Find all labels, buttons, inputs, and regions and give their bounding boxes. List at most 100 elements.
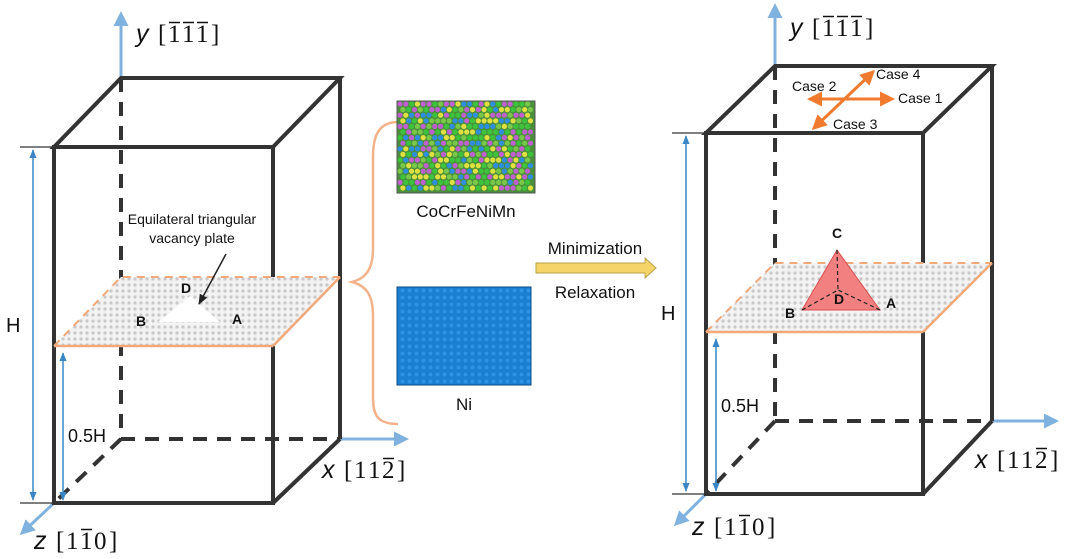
alloy-atom bbox=[464, 185, 470, 191]
alloy-atom bbox=[501, 112, 507, 118]
alloy-atom bbox=[527, 118, 534, 124]
alloy-atom bbox=[440, 151, 447, 157]
alloy-atom bbox=[409, 157, 415, 163]
axis-bracket-open: [ bbox=[997, 447, 1005, 474]
alloy-atom bbox=[443, 157, 449, 163]
alloy-atom bbox=[452, 118, 458, 124]
alloy-atom bbox=[510, 140, 516, 146]
alloy-atom bbox=[516, 174, 522, 180]
alloy-atom bbox=[406, 185, 412, 191]
alloy-atom bbox=[525, 135, 531, 141]
alloy-atom bbox=[446, 163, 452, 169]
alloy-atom bbox=[519, 123, 525, 129]
alloy-atom bbox=[487, 151, 493, 157]
alloy-atom bbox=[472, 179, 478, 185]
alloy-atom bbox=[525, 101, 531, 107]
alloy-atom bbox=[452, 107, 458, 113]
alloy-atom bbox=[438, 146, 444, 152]
alloy-atom bbox=[426, 101, 432, 107]
axis-index-digit: 2 bbox=[382, 457, 395, 484]
alloy-atom bbox=[397, 123, 403, 129]
left-height-label: H bbox=[6, 315, 20, 337]
alloy-atom bbox=[475, 185, 481, 191]
minimization-label: Minimization bbox=[548, 239, 642, 258]
alloy-atom bbox=[440, 107, 447, 113]
alloy-atom bbox=[435, 107, 441, 113]
alloy-atom bbox=[472, 146, 478, 152]
alloy-atom bbox=[438, 135, 444, 141]
alloy-atom bbox=[423, 163, 429, 169]
alloy-atom bbox=[522, 151, 528, 157]
alloy-atom bbox=[527, 151, 534, 157]
alloy-atom bbox=[443, 179, 449, 185]
alloy-atom bbox=[452, 151, 458, 157]
alloy-atom bbox=[519, 168, 525, 174]
alloy-atom bbox=[469, 174, 476, 180]
alloy-atom bbox=[478, 157, 484, 163]
alloy-atom bbox=[478, 123, 484, 129]
alloy-atom bbox=[507, 135, 513, 141]
alloy-atom bbox=[510, 185, 516, 191]
axis-index-digit: 0 bbox=[752, 514, 765, 541]
alloy-atom bbox=[397, 101, 403, 107]
alloy-atom bbox=[438, 112, 444, 118]
alloy-atom bbox=[467, 112, 473, 118]
alloy-atom bbox=[484, 179, 490, 185]
alloy-atom bbox=[443, 112, 449, 118]
alloy-atom bbox=[417, 163, 423, 169]
alloy-atom bbox=[475, 118, 481, 124]
alloy-atom bbox=[504, 174, 510, 180]
alloy-atom bbox=[417, 140, 423, 146]
axis-bracket-close: ] bbox=[767, 514, 775, 541]
case-2-label: Case 2 bbox=[792, 78, 837, 94]
axis-bracket-close: ] bbox=[211, 21, 219, 48]
alloy-atom bbox=[414, 123, 420, 129]
alloy-atom bbox=[490, 179, 496, 185]
alloy-atom bbox=[417, 129, 423, 135]
alloy-atom bbox=[429, 151, 435, 157]
alloy-atom bbox=[516, 163, 522, 169]
relaxation-label: Relaxation bbox=[555, 283, 635, 302]
alloy-atom bbox=[452, 174, 458, 180]
right-point-b: B bbox=[785, 305, 795, 321]
tetra-edge-ad bbox=[837, 289, 881, 311]
alloy-atom bbox=[507, 101, 513, 107]
alloy-atom bbox=[487, 174, 493, 180]
alloy-atom bbox=[440, 163, 447, 169]
alloy-atom bbox=[400, 163, 406, 169]
alloy-atom bbox=[458, 107, 464, 113]
alloy-atom bbox=[475, 163, 481, 169]
alloy-atom bbox=[496, 168, 502, 174]
alloy-atom bbox=[510, 163, 516, 169]
alloy-atom bbox=[507, 123, 513, 129]
alloy-atom bbox=[458, 174, 464, 180]
alloy-atom bbox=[464, 174, 470, 180]
alloy-atom bbox=[504, 163, 510, 169]
alloy-atom bbox=[458, 185, 464, 191]
alloy-atom bbox=[435, 151, 441, 157]
alloy-atom bbox=[397, 179, 403, 185]
alloy-atom bbox=[498, 174, 505, 180]
alloy-atom bbox=[400, 185, 406, 191]
alloy-atom bbox=[513, 179, 519, 185]
alloy-atom bbox=[522, 129, 528, 135]
right-plane-back-edge bbox=[705, 262, 992, 333]
alloy-atom bbox=[435, 140, 441, 146]
alloy-atom bbox=[507, 179, 513, 185]
axis-index-digit: 1 bbox=[196, 21, 209, 48]
alloy-atom bbox=[455, 101, 461, 107]
alloy-atom bbox=[496, 135, 502, 141]
alloy-atom bbox=[423, 174, 429, 180]
alloy-atom bbox=[522, 185, 528, 191]
alloy-atom bbox=[400, 140, 406, 146]
alloy-atom bbox=[484, 146, 490, 152]
alloy-atom bbox=[496, 112, 502, 118]
alloy-atom bbox=[397, 135, 403, 141]
alloy-atom bbox=[525, 168, 531, 174]
alloy-atom bbox=[406, 118, 412, 124]
alloy-atom bbox=[513, 157, 519, 163]
alloy-atom bbox=[481, 140, 487, 146]
alloy-atom bbox=[478, 168, 484, 174]
alloy-atom bbox=[504, 107, 510, 113]
alloy-atom bbox=[455, 168, 461, 174]
